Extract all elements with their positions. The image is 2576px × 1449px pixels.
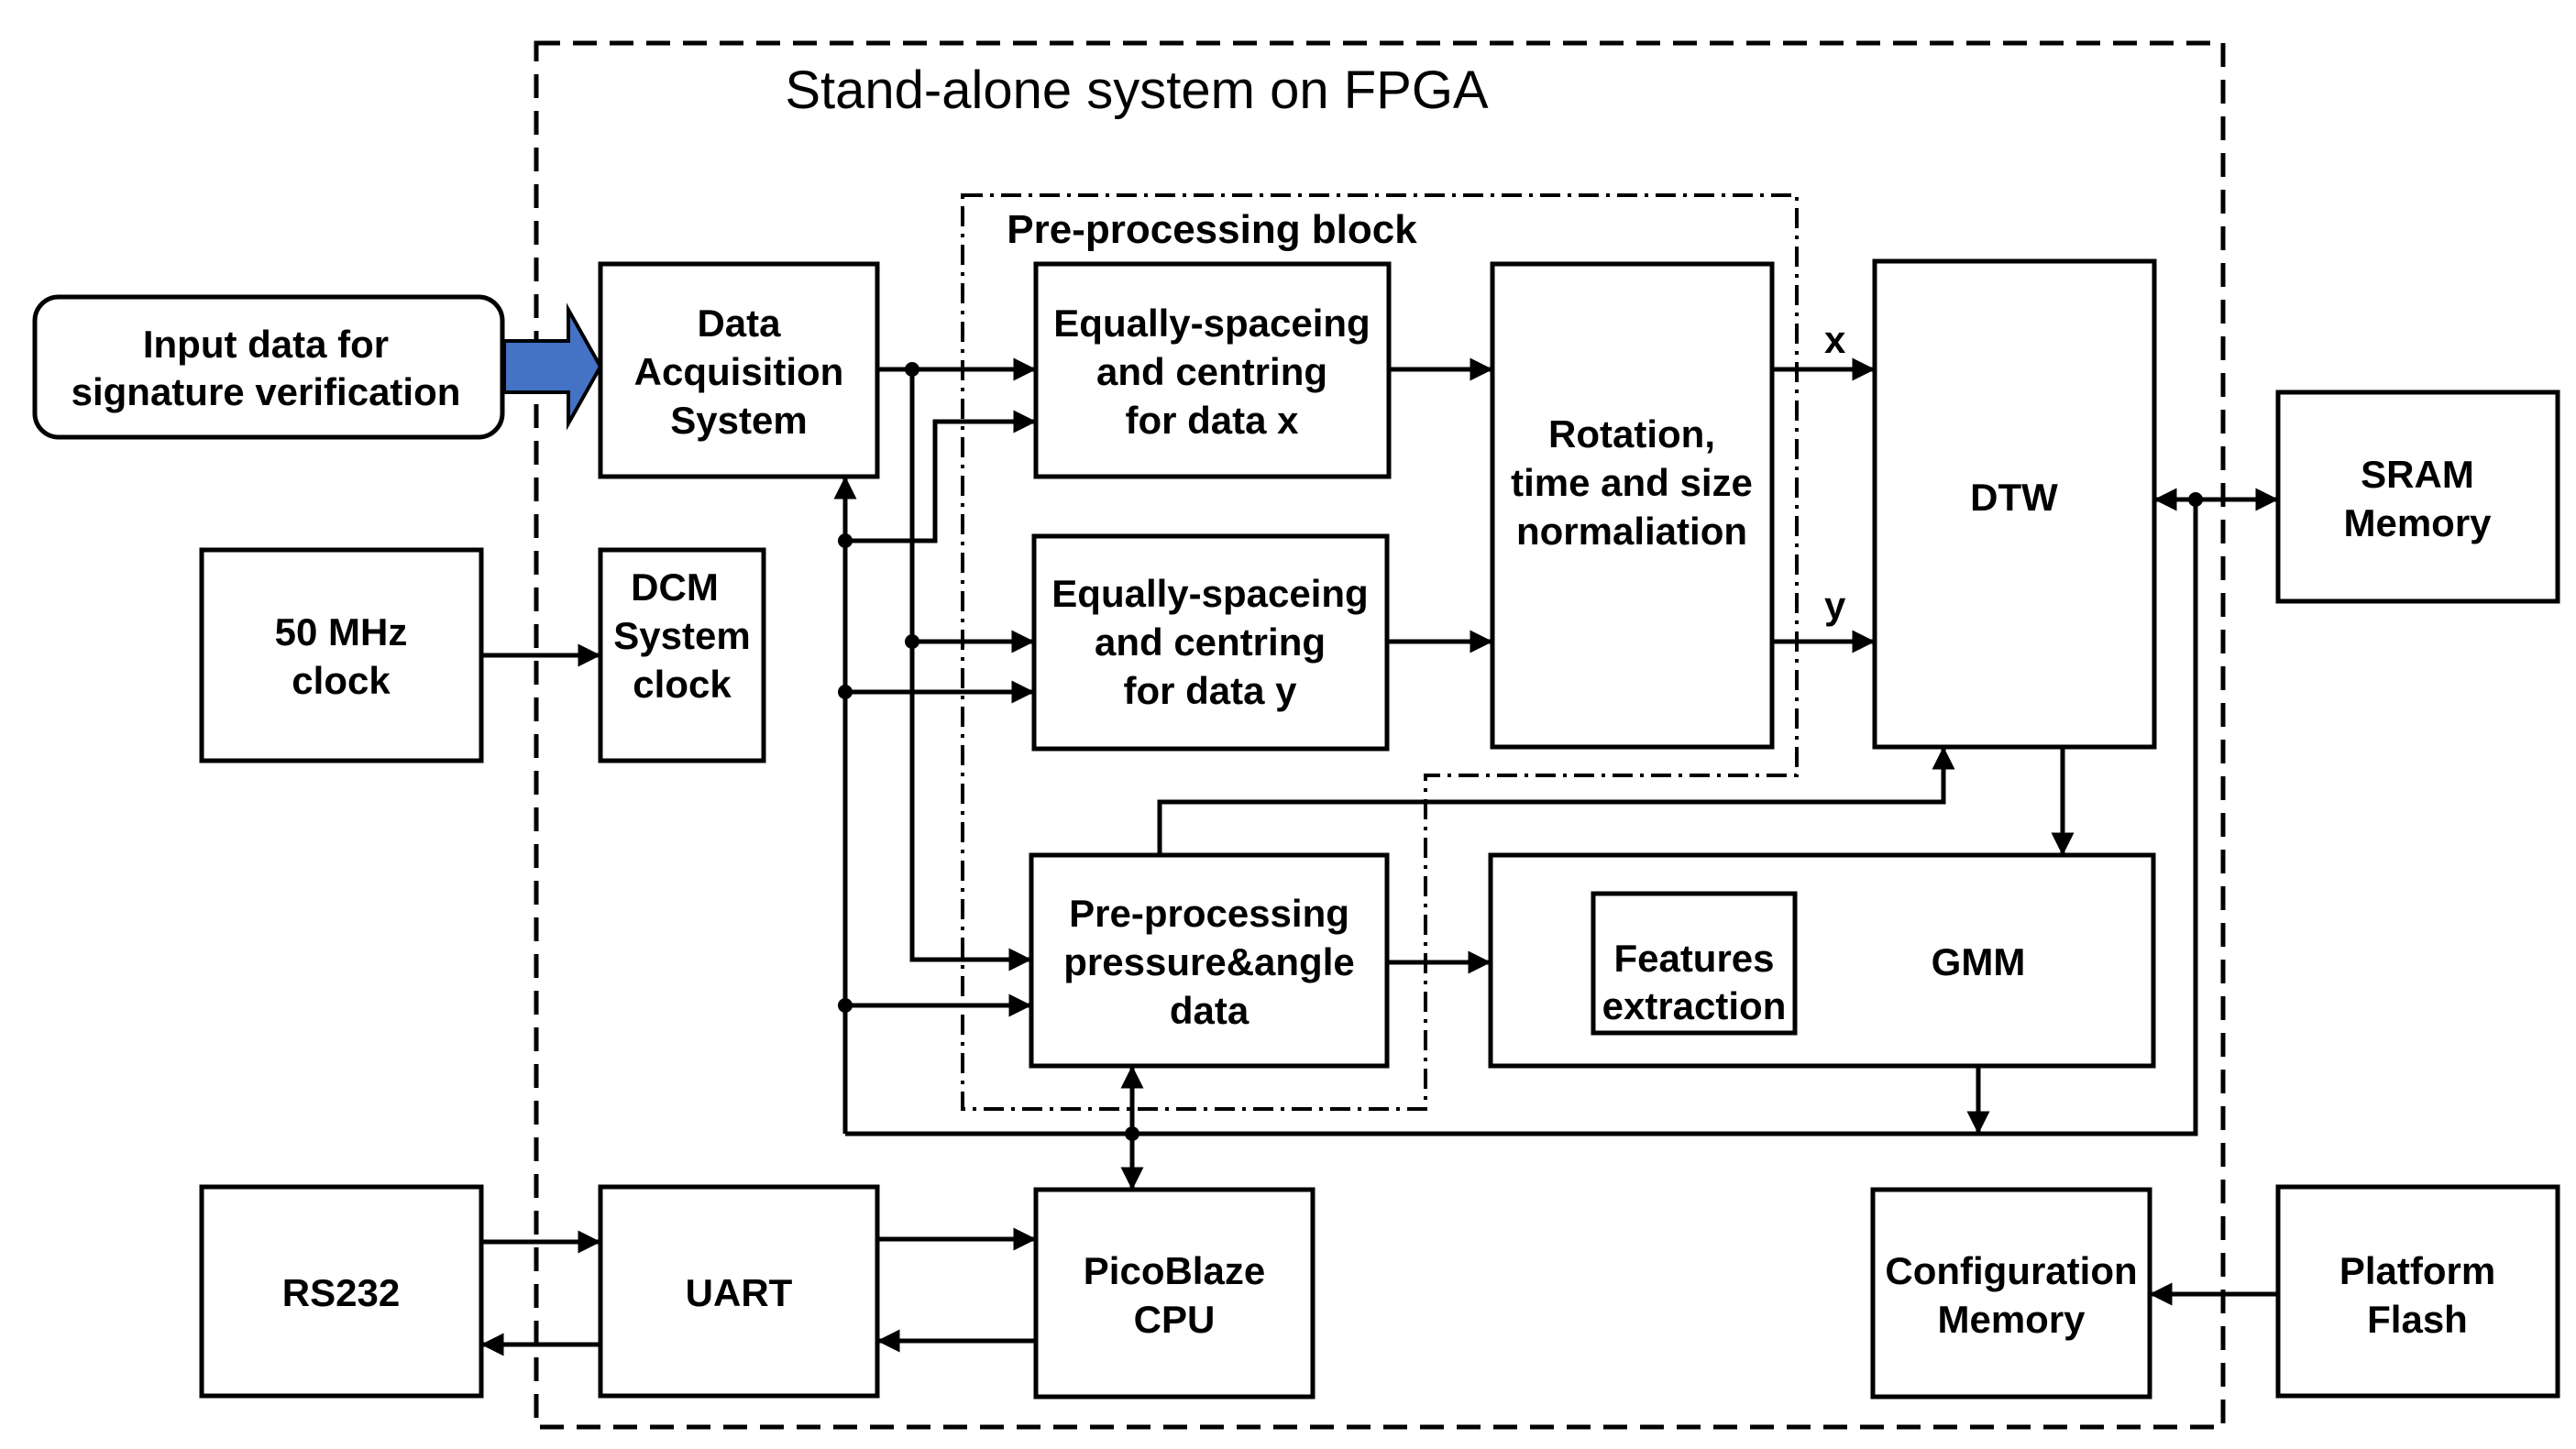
data-acquisition-box: [598, 261, 880, 479]
preprocessing-boundary: [961, 193, 1799, 1111]
features-extraction-box: [1591, 891, 1798, 1036]
configuration-memory-box: [1870, 1187, 2152, 1400]
preprocessing-pressure-box: [1029, 852, 1390, 1069]
preprocessing-title: Pre-processing block: [1007, 207, 1417, 252]
junction-dot: [838, 998, 853, 1013]
wire-prep-dtw: [1157, 746, 1955, 855]
rs232-box: [199, 1184, 484, 1399]
wires: [480, 357, 2279, 1356]
gmm-box: [1488, 852, 2156, 1069]
rs232-label: RS232: [282, 1271, 400, 1314]
fpga-title: Stand-alone system on FPGA: [785, 60, 1489, 120]
uart-box: [598, 1184, 880, 1399]
junction-dot: [905, 362, 919, 377]
input-data-box: [32, 294, 505, 440]
junction-dot: [838, 685, 853, 699]
dtw-label: DTW: [1970, 476, 2058, 519]
wire-main-bus-eqx: [845, 410, 1037, 543]
dcm-box: [598, 547, 766, 763]
signal-x-label: x: [1824, 318, 1846, 361]
rotation-normalization-box: [1490, 261, 1775, 750]
wire-main-bus-horizontal: [845, 499, 2198, 1136]
input-arrow: [502, 302, 603, 431]
wire-daq-bus: [909, 369, 1032, 971]
signal-y-label: y: [1824, 584, 1846, 627]
gmm-label: GMM: [1932, 940, 2026, 983]
equally-spacing-x-box: [1033, 261, 1392, 479]
junction-dot: [838, 533, 853, 548]
equally-spacing-y-box: [1031, 533, 1390, 752]
junction-dot: [905, 634, 919, 649]
junction-dot: [1125, 1126, 1139, 1141]
junction-dot: [2188, 492, 2203, 507]
platform-flash-box: [2275, 1184, 2560, 1399]
clock-50mhz-box: [199, 547, 484, 763]
junctions: [838, 362, 2203, 1141]
uart-label: UART: [686, 1271, 793, 1314]
picoblaze-box: [1033, 1187, 1316, 1400]
dtw-box: [1872, 258, 2157, 750]
sram-box: [2275, 390, 2560, 604]
fpga-boundary: [534, 40, 2226, 1430]
